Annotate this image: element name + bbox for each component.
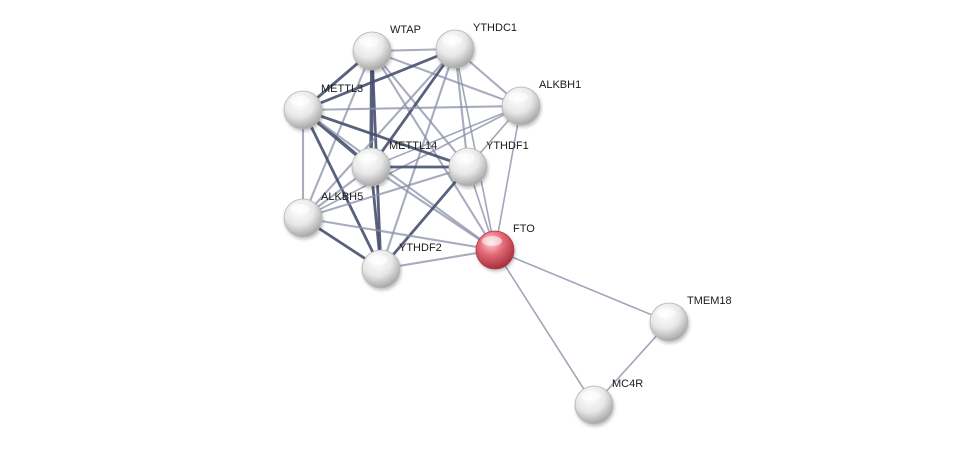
node-label-fto: FTO (513, 223, 535, 235)
edge-ythdc1-mettl3 (301, 47, 457, 112)
node-label-alkbh1: ALKBH1 (539, 79, 581, 91)
node-label-mc4r: MC4R (612, 378, 643, 390)
node-label-alkbh5: ALKBH5 (321, 191, 363, 203)
edge-fto-mc4r (494, 249, 595, 406)
edge-wtap-ythdf1 (370, 49, 470, 169)
node-label-ythdf2: YTHDF2 (399, 242, 442, 254)
node-mettl3[interactable]: METTL3 (283, 83, 363, 130)
node-alkbh1[interactable]: ALKBH1 (501, 79, 581, 126)
node-mc4r[interactable]: MC4R (574, 378, 643, 425)
node-label-ythdc1: YTHDC1 (473, 22, 517, 34)
node-alkbh5[interactable]: ALKBH5 (283, 191, 363, 238)
edge-alkbh5-fto (301, 216, 497, 252)
edge-wtap-alkbh1 (370, 49, 523, 108)
node-highlight (358, 153, 378, 163)
node-wtap[interactable]: WTAP (352, 24, 421, 71)
node-highlight (581, 391, 601, 401)
node-highlight (455, 153, 475, 163)
node-highlight (442, 35, 462, 45)
node-ythdf2[interactable]: YTHDF2 (361, 242, 442, 289)
node-highlight (368, 255, 388, 265)
node-highlight (656, 308, 676, 318)
node-highlight (359, 37, 379, 47)
edge-ythdf1-alkbh5 (301, 165, 470, 220)
node-label-mettl14: METTL14 (389, 140, 437, 152)
edge-alkbh1-mettl3 (301, 104, 523, 112)
edges-layer (301, 47, 670, 406)
node-mettl14[interactable]: METTL14 (351, 140, 437, 187)
node-label-tmem18: TMEM18 (687, 295, 732, 307)
edge-mettl3-ythdf1 (301, 108, 470, 169)
node-highlight (508, 92, 528, 102)
edge-ythdf1-ythdf2 (379, 165, 470, 271)
node-label-wtap: WTAP (390, 24, 421, 36)
edge-alkbh1-alkbh5 (302, 105, 522, 219)
node-highlight (482, 236, 502, 246)
node-label-ythdf1: YTHDF1 (486, 140, 529, 152)
node-ythdf1[interactable]: YTHDF1 (448, 140, 529, 187)
edge-mettl3-fto (301, 108, 497, 252)
node-highlight (290, 96, 310, 106)
edge-alkbh1-fto (494, 105, 522, 251)
node-label-mettl3: METTL3 (321, 83, 363, 95)
node-highlight (290, 204, 310, 214)
edge-ythdc1-alkbh5 (301, 47, 457, 220)
node-tmem18[interactable]: TMEM18 (649, 295, 732, 342)
edge-fto-tmem18 (494, 249, 670, 323)
edge-alkbh1-mettl14 (370, 105, 522, 168)
node-ythdc1[interactable]: YTHDC1 (435, 22, 517, 69)
node-fto[interactable]: FTO (475, 223, 535, 270)
